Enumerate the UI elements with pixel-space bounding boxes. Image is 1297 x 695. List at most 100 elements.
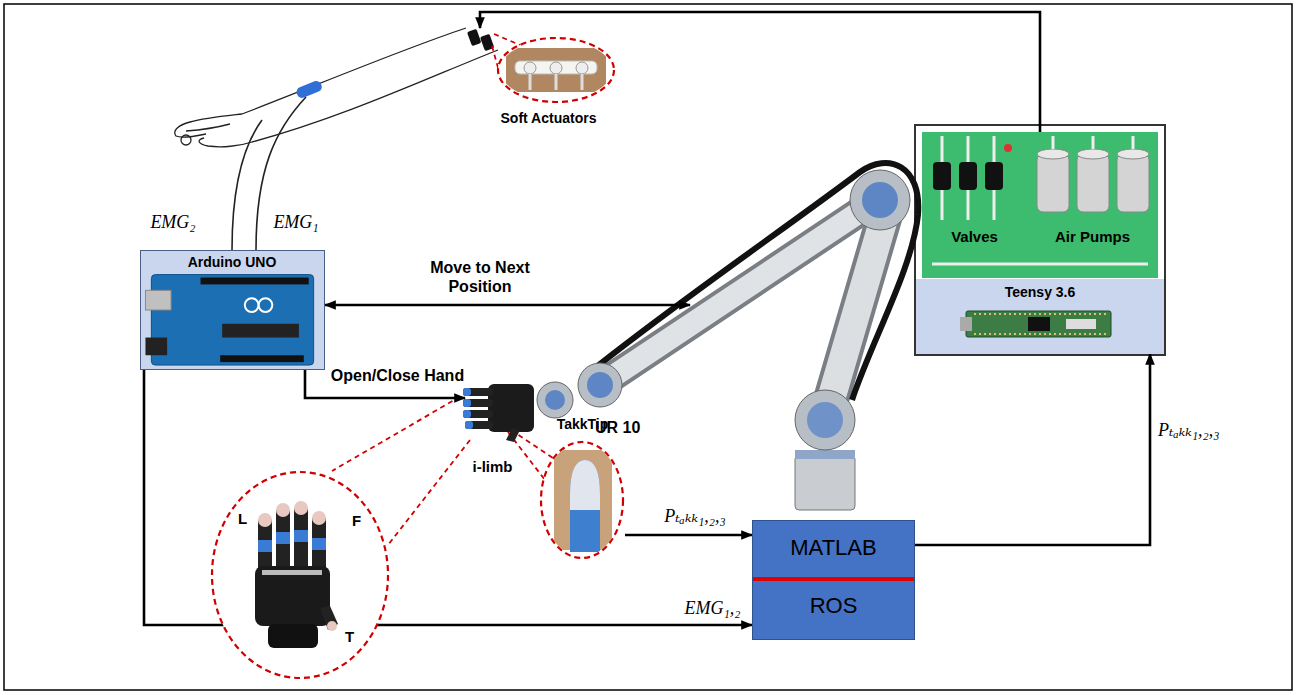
robot-arm-drawing bbox=[537, 382, 573, 418]
air-pump bbox=[1077, 149, 1109, 159]
hand-photo bbox=[262, 570, 322, 575]
air-pump bbox=[1117, 154, 1149, 212]
robot-arm-drawing bbox=[807, 402, 843, 438]
node-text: i-limb bbox=[465, 458, 520, 476]
arduino-photo bbox=[151, 275, 313, 365]
robot-arm-drawing bbox=[488, 384, 534, 432]
arm-sketch bbox=[199, 138, 252, 147]
air-pump bbox=[1037, 154, 1069, 212]
signal-arrow bbox=[480, 12, 1040, 132]
takktip-photo bbox=[540, 440, 625, 560]
takktip-inset: TakkTip bbox=[540, 440, 625, 560]
arduino-photo bbox=[145, 338, 167, 356]
teensy-photo bbox=[974, 333, 1106, 335]
soft-actuator-photo bbox=[506, 48, 606, 92]
robot-arm-drawing bbox=[463, 410, 471, 418]
valve bbox=[1004, 144, 1012, 152]
node-text: MATLAB bbox=[753, 535, 914, 561]
hand-photo bbox=[312, 538, 326, 550]
robot-arm-drawing bbox=[506, 428, 520, 442]
robot-arm-drawing bbox=[587, 372, 613, 398]
robot-arm-drawing bbox=[795, 450, 855, 459]
takktip-photo bbox=[541, 442, 623, 558]
teensy-photo bbox=[966, 311, 1111, 337]
signal-arrow bbox=[915, 354, 1150, 545]
teensy-photo bbox=[974, 313, 1106, 315]
air-pump bbox=[1092, 136, 1095, 149]
robot-arm-drawing bbox=[463, 388, 493, 396]
figure-frame bbox=[4, 4, 1292, 690]
hand-photo bbox=[294, 506, 308, 574]
node-text: TakkTip bbox=[540, 416, 625, 433]
emg-wire bbox=[232, 120, 262, 250]
air-pump bbox=[1052, 136, 1055, 149]
edge-label: Move to Next Position bbox=[415, 258, 545, 296]
hand-photo bbox=[258, 540, 272, 552]
soft-actuator-inset: Soft Actuators bbox=[470, 28, 620, 140]
valve bbox=[985, 162, 1003, 190]
soft-actuator-photo bbox=[581, 74, 584, 90]
signal-name: EMG₁ bbox=[266, 212, 326, 234]
node-text: Teensy 3.6 bbox=[916, 284, 1164, 301]
robot-arm-drawing bbox=[578, 363, 622, 407]
robot-arm-drawing bbox=[600, 205, 870, 385]
soft-actuator-photo bbox=[555, 74, 558, 90]
robot-arm-drawing bbox=[795, 390, 855, 450]
signal-arrow bbox=[325, 304, 690, 307]
teensy-photo bbox=[1028, 317, 1050, 331]
node-text: Air Pumps bbox=[1030, 228, 1155, 246]
hand-photo bbox=[255, 566, 330, 626]
hand-photo bbox=[294, 501, 308, 515]
signal-name: EMG₂ bbox=[140, 212, 206, 234]
node-text: Arduino UNO bbox=[141, 254, 323, 271]
hand-photo bbox=[320, 606, 338, 630]
air-pump bbox=[1077, 154, 1109, 212]
pump-photo bbox=[922, 132, 1158, 278]
edge-label: Pₜₐₖₖ₁,₂,₃ bbox=[1158, 420, 1268, 442]
arm-sketch bbox=[181, 135, 191, 145]
valve bbox=[959, 162, 977, 190]
robot-arm-drawing bbox=[590, 163, 918, 400]
hand-photo bbox=[327, 621, 337, 631]
electrode bbox=[467, 29, 482, 47]
node-text: Soft Actuators bbox=[486, 110, 611, 127]
robot-arm-drawing bbox=[795, 455, 855, 510]
arm-sketch bbox=[175, 28, 498, 147]
robot-arm-drawing bbox=[545, 390, 565, 410]
soft-actuator-photo bbox=[576, 62, 588, 74]
hand-photo bbox=[294, 530, 308, 542]
valve bbox=[933, 162, 951, 190]
robot-arm-drawing bbox=[465, 421, 473, 429]
leader-line bbox=[388, 440, 470, 545]
teensy-photo bbox=[1066, 319, 1096, 329]
hand-photo bbox=[268, 624, 318, 648]
takktip-photo bbox=[570, 460, 600, 552]
arm-sketch bbox=[252, 50, 498, 142]
electrode bbox=[295, 79, 323, 99]
arm-sketch bbox=[175, 114, 242, 137]
edge-label: Open/Close Hand bbox=[325, 366, 470, 385]
pump-panel: ValvesAir Pumps bbox=[922, 132, 1158, 278]
arduino-box: Arduino UNO bbox=[140, 250, 325, 370]
soft-actuator-photo bbox=[506, 48, 606, 92]
takktip-photo bbox=[570, 460, 600, 510]
soft-actuator-photo bbox=[515, 61, 597, 74]
software-box: MATLABROS bbox=[752, 520, 915, 640]
hand-photo bbox=[312, 511, 326, 525]
hand-photo bbox=[258, 513, 272, 527]
hand-inset: LFT bbox=[210, 470, 390, 680]
robot-arm-drawing bbox=[463, 388, 471, 396]
arduino-photo bbox=[245, 298, 259, 312]
robot-arm-drawing bbox=[463, 399, 493, 407]
robot-arm-drawing bbox=[465, 421, 493, 429]
air-pump bbox=[1037, 149, 1069, 159]
soft-actuator-photo bbox=[498, 38, 614, 102]
soft-actuator-photo bbox=[529, 74, 532, 90]
air-pump bbox=[1117, 149, 1149, 159]
node-text: Valves bbox=[922, 228, 1027, 246]
soft-actuator-photo bbox=[524, 62, 536, 74]
edge-label: Pₜₐₖₖ₁,₂,₃ bbox=[645, 506, 745, 528]
soft-actuator-photo bbox=[550, 62, 562, 74]
robot-arm-drawing bbox=[463, 399, 471, 407]
